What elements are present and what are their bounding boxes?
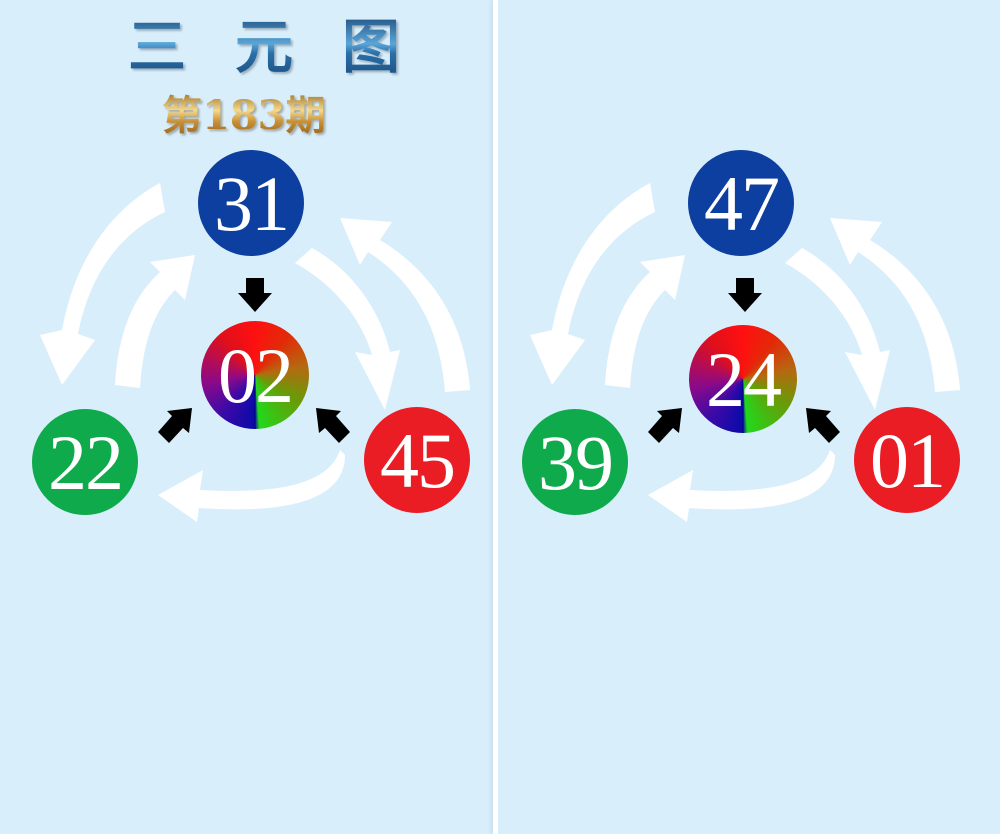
panel-divider — [493, 0, 498, 834]
arrow-up-left-icon — [316, 408, 350, 443]
curved-arrow-icon — [648, 450, 835, 522]
curved-arrow-icon — [340, 218, 470, 392]
top-ball: 47 — [688, 150, 794, 256]
title-char: 三 — [128, 13, 187, 81]
right-ball: 45 — [364, 407, 470, 513]
white-curved-arrows — [530, 183, 960, 522]
black-pointer-arrows — [158, 278, 350, 443]
arrow-down-icon — [728, 278, 762, 312]
arrow-up-right-icon — [648, 408, 682, 443]
right-panel: 47 24 39 01 — [490, 0, 985, 834]
cycle-arrows-diagram — [530, 183, 960, 522]
black-pointer-arrows — [648, 278, 840, 443]
curved-arrow-icon — [158, 450, 345, 522]
ball-number: 45 — [380, 417, 456, 504]
ball-number: 24 — [706, 336, 782, 423]
curved-arrow-icon — [295, 248, 400, 410]
top-ball: 31 — [198, 150, 304, 256]
left-panel: 三 元 图 第183期 31 02 22 45 — [0, 0, 495, 834]
left-ball: 39 — [522, 409, 628, 515]
curved-arrow-icon — [115, 255, 195, 388]
title-char: 元 — [234, 13, 293, 81]
issue-label: 第183期 — [162, 88, 362, 144]
page-title: 三 元 图 — [120, 14, 400, 80]
cycle-arrows-diagram — [40, 183, 470, 522]
right-ball: 01 — [854, 407, 960, 513]
title-char: 图 — [341, 13, 400, 81]
ball-number: 02 — [218, 332, 294, 419]
center-ball: 24 — [689, 325, 797, 433]
center-ball: 02 — [201, 321, 309, 429]
arrow-down-icon — [238, 278, 272, 312]
arrow-up-right-icon — [158, 408, 192, 443]
ball-number: 31 — [214, 160, 290, 247]
curved-arrow-icon — [530, 183, 655, 385]
curved-arrow-icon — [605, 255, 685, 388]
arrow-up-left-icon — [806, 408, 840, 443]
curved-arrow-icon — [785, 248, 890, 410]
ball-number: 47 — [704, 160, 780, 247]
white-curved-arrows — [40, 183, 470, 522]
left-ball: 22 — [32, 409, 138, 515]
ball-number: 01 — [870, 417, 946, 504]
ball-number: 22 — [48, 419, 124, 506]
curved-arrow-icon — [830, 218, 960, 392]
ball-number: 39 — [538, 419, 614, 506]
curved-arrow-icon — [40, 183, 165, 385]
